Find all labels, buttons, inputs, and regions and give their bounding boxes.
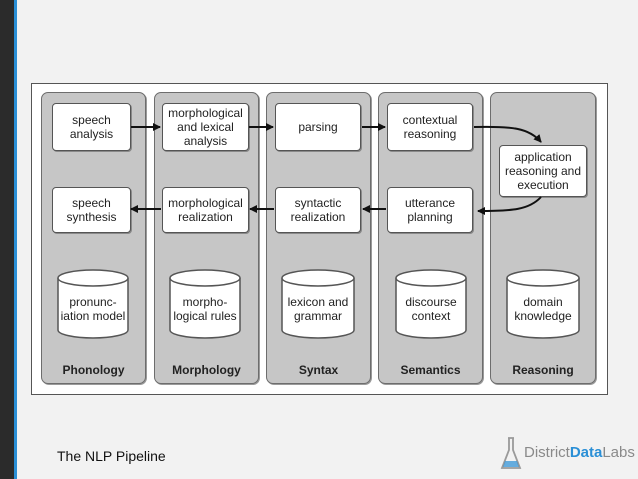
left-accent-bar bbox=[0, 0, 14, 479]
column-semantics: contextual reasoning utterance planning … bbox=[378, 92, 483, 384]
cylinder-shape bbox=[395, 269, 467, 339]
parsing-box: parsing bbox=[275, 103, 361, 151]
diagram-frame: speech analysis speech synthesis pronunc… bbox=[31, 83, 608, 395]
morphological-lexical-analysis-box: morphological and lexical analysis bbox=[162, 103, 249, 151]
store-text: lexicon and grammar bbox=[287, 295, 349, 323]
box-text: speech analysis bbox=[69, 113, 114, 141]
speech-analysis-box: speech analysis bbox=[52, 103, 131, 151]
cylinder-shape bbox=[57, 269, 129, 339]
districtdatalabs-logo: DistrictDataLabs bbox=[500, 434, 635, 474]
utterance-planning-box: utterance planning bbox=[387, 187, 473, 233]
box-text: contextual reasoning bbox=[402, 113, 458, 141]
logo-part: Data bbox=[569, 444, 603, 461]
box-text: morphological and lexical analysis bbox=[168, 106, 243, 148]
store-text: morpho- logical rules bbox=[173, 295, 237, 323]
store-text: pronunc- iation model bbox=[60, 295, 126, 323]
column-label: Morphology bbox=[172, 363, 241, 377]
box-text: application reasoning and execution bbox=[504, 150, 582, 192]
cylinder-shape bbox=[281, 269, 355, 339]
speech-synthesis-box: speech synthesis bbox=[52, 187, 131, 233]
pronunciation-model-store: pronunc- iation model bbox=[57, 269, 129, 339]
flask-icon bbox=[500, 437, 522, 469]
column-label: Semantics bbox=[400, 363, 461, 377]
left-accent-line bbox=[14, 0, 17, 479]
box-text: utterance planning bbox=[404, 196, 456, 224]
morphological-realization-box: morphological realization bbox=[162, 187, 249, 233]
store-text: discourse context bbox=[405, 295, 457, 323]
store-text: domain knowledge bbox=[514, 295, 572, 323]
slide-caption: The NLP Pipeline bbox=[57, 448, 166, 464]
column-label: Syntax bbox=[298, 363, 339, 377]
logo-part: District bbox=[524, 444, 570, 461]
logo-text: DistrictDataLabs bbox=[524, 444, 635, 461]
column-label: Reasoning bbox=[512, 363, 574, 377]
column-morphology: morphological and lexical analysis morph… bbox=[154, 92, 259, 384]
box-text: parsing bbox=[298, 120, 338, 134]
box-text: syntactic realization bbox=[290, 196, 346, 224]
logo-part: Labs bbox=[602, 444, 635, 461]
column-syntax: parsing syntactic realization lexicon an… bbox=[266, 92, 371, 384]
box-text: morphological realization bbox=[168, 196, 243, 224]
application-reasoning-box: application reasoning and execution bbox=[499, 145, 587, 197]
morphological-rules-store: morpho- logical rules bbox=[169, 269, 241, 339]
contextual-reasoning-box: contextual reasoning bbox=[387, 103, 473, 151]
cylinder-shape bbox=[169, 269, 241, 339]
column-phonology: speech analysis speech synthesis pronunc… bbox=[41, 92, 146, 384]
column-label: Phonology bbox=[62, 363, 125, 377]
cylinder-shape bbox=[506, 269, 580, 339]
lexicon-grammar-store: lexicon and grammar bbox=[281, 269, 355, 339]
box-text: speech synthesis bbox=[66, 196, 117, 224]
column-reasoning: application reasoning and execution doma… bbox=[490, 92, 596, 384]
syntactic-realization-box: syntactic realization bbox=[275, 187, 361, 233]
discourse-context-store: discourse context bbox=[395, 269, 467, 339]
domain-knowledge-store: domain knowledge bbox=[506, 269, 580, 339]
